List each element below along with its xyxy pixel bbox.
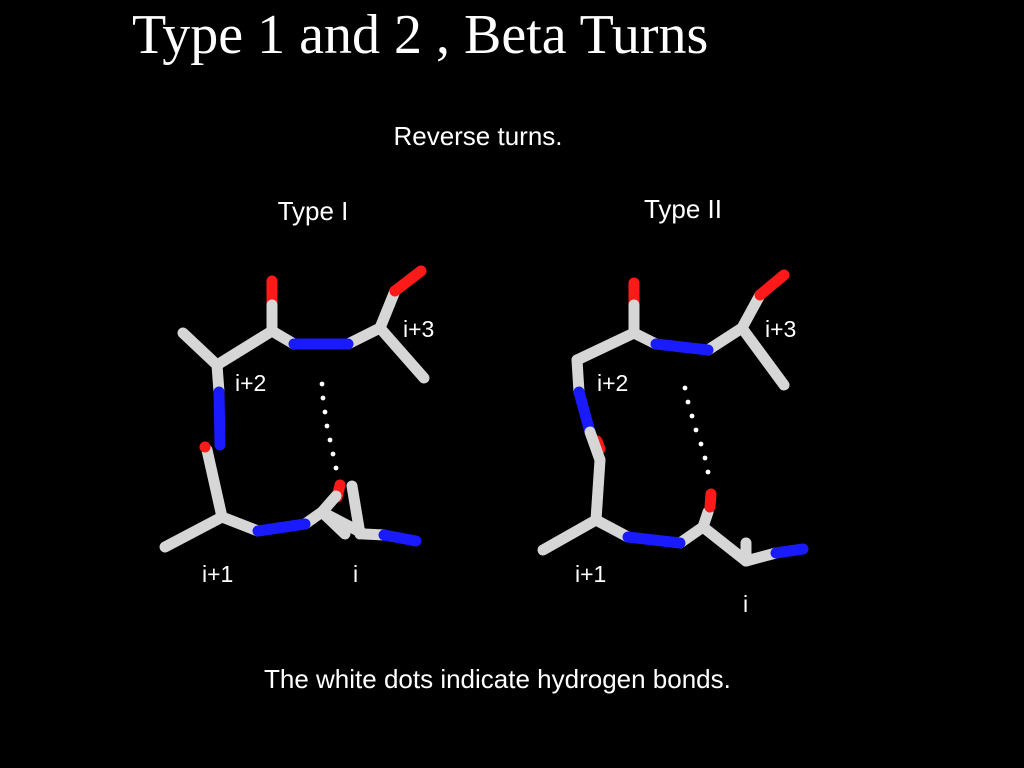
- type-i-residue-i2: i+2: [235, 370, 266, 396]
- type-i-residue-i: i: [353, 561, 358, 587]
- type-i-label: Type I: [278, 196, 349, 226]
- type-ii-residue-i: i: [743, 591, 748, 617]
- type-ii-residue-i2: i+2: [597, 370, 628, 396]
- slide-title: Type 1 and 2 , Beta Turns: [132, 4, 709, 66]
- type-ii-molecule: [537, 269, 809, 567]
- type-ii-nitrogen-bonds: [573, 338, 809, 559]
- type-ii-label: Type II: [644, 194, 722, 224]
- figure-heading: Reverse turns.: [393, 121, 562, 151]
- type-i-residue-i3: i+3: [403, 316, 434, 342]
- type-ii-hydrogen-bond-dots: [682, 385, 711, 475]
- type-i-carbon-bonds: [159, 285, 430, 553]
- type-i-molecule: [159, 265, 430, 553]
- type-ii-panel: Type II: [537, 194, 809, 617]
- type-ii-residue-i1: i+1: [575, 561, 606, 587]
- type-ii-carbon-bonds: [537, 289, 790, 567]
- type-ii-residue-i3: i+3: [765, 316, 796, 342]
- figure-caption: The white dots indicate hydrogen bonds.: [264, 664, 731, 694]
- type-i-hydrogen-bond-dots: [319, 381, 339, 471]
- type-i-panel: Type I: [159, 196, 434, 587]
- type-i-residue-i1: i+1: [202, 561, 233, 587]
- type-i-nitrogen-bonds: [213, 338, 422, 547]
